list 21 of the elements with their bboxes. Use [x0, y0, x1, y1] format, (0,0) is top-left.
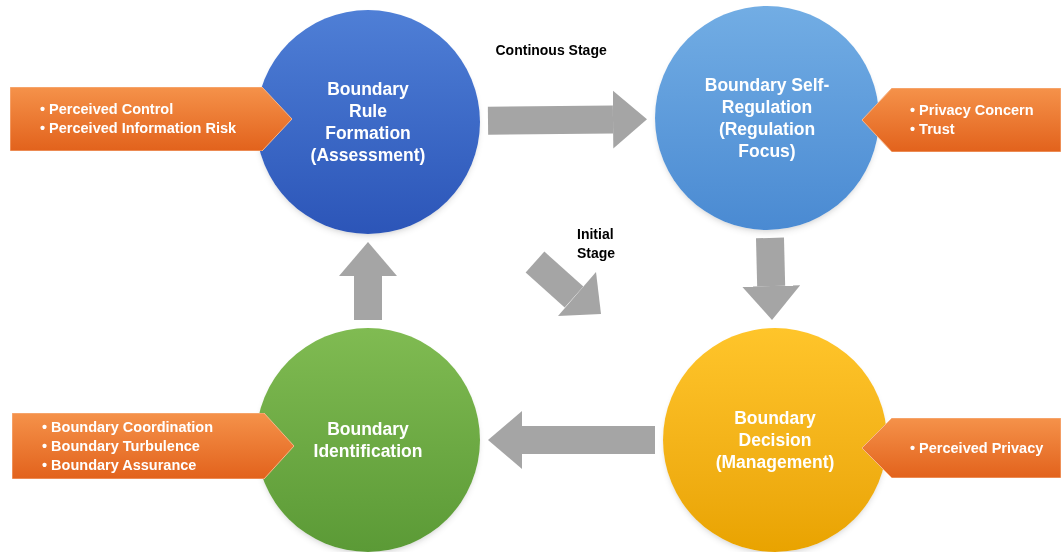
- stage-label: Boundary Decision (Management): [714, 407, 836, 473]
- callout-arrow: [862, 88, 1061, 152]
- callout-arrow: [10, 87, 292, 151]
- block-arrow: [487, 90, 647, 149]
- factor-text: • Perceived Information Risk: [40, 119, 237, 138]
- factor-text: • Boundary Turbulence: [42, 436, 201, 456]
- edge-label: Continous Stage: [495, 41, 607, 60]
- factor-text: • Perceived Control: [40, 100, 175, 119]
- block-arrow: [742, 237, 801, 321]
- stage-label: Boundary Identification: [312, 418, 424, 462]
- callout-arrow: [862, 418, 1061, 478]
- factor-text: • Privacy Concern: [910, 101, 1034, 120]
- callout-arrow: [12, 413, 294, 479]
- stage-label: Boundary Rule Formation (Assessment): [309, 78, 427, 166]
- block-arrow: [339, 242, 397, 320]
- factor-text: • Boundary Coordination: [42, 417, 213, 437]
- block-arrow: [488, 411, 655, 469]
- factor-text: • Trust: [910, 120, 956, 139]
- factor-text: • Boundary Assurance: [42, 455, 198, 475]
- factor-text: • Perceived Privacy: [910, 438, 1044, 458]
- stage-label: Boundary Self-Regulation (Regulation Focus): [703, 74, 831, 162]
